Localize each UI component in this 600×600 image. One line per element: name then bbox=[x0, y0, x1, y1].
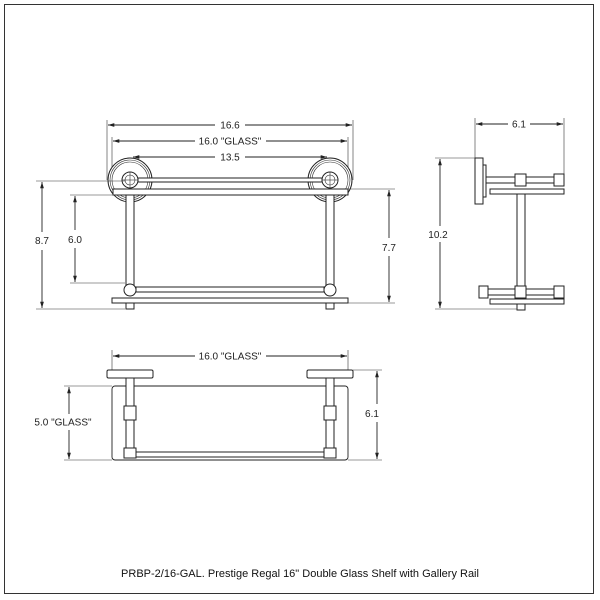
left-post bbox=[125, 194, 135, 288]
dim-label-6-0: 6.0 bbox=[68, 235, 82, 246]
dim-label-8-7: 8.7 bbox=[35, 236, 49, 247]
top-glass-shelf bbox=[112, 188, 349, 196]
top-right-plate bbox=[306, 369, 354, 379]
gallery-rail bbox=[137, 177, 323, 183]
dim-label-7-7: 7.7 bbox=[382, 243, 396, 254]
dim-top-glass-depth: 5.0 "GLASS" bbox=[34, 385, 112, 461]
drawing-caption: PRBP-2/16-GAL. Prestige Regal 16" Double… bbox=[121, 568, 479, 580]
dim-label-16-6: 16.6 bbox=[220, 121, 240, 132]
dim-label-13-5: 13.5 bbox=[220, 153, 240, 164]
dim-shelf-spacing: 6.0 bbox=[68, 194, 125, 284]
dim-label-10-2: 10.2 bbox=[428, 230, 448, 241]
bottom-glass-shelf bbox=[111, 297, 349, 304]
right-post bbox=[325, 194, 335, 288]
front-view: 16.6 16.0 "GLASS" 13.5 bbox=[35, 120, 396, 310]
dim-label-top-6-1: 6.1 bbox=[365, 409, 379, 420]
bottom-rail bbox=[135, 286, 325, 293]
dim-bracket-center: 13.5 bbox=[133, 153, 327, 164]
dim-label-top-16-0-glass: 16.0 "GLASS" bbox=[199, 352, 262, 363]
dim-label-6-1-side: 6.1 bbox=[512, 120, 526, 131]
dim-top-glass-width: 16.0 "GLASS" bbox=[111, 350, 349, 370]
dim-top-overall-depth: 6.1 bbox=[348, 369, 382, 461]
side-view: 6.1 10.2 bbox=[428, 118, 565, 311]
dim-glass-width: 16.0 "GLASS" bbox=[113, 137, 347, 148]
dim-mount-to-bottom: 7.7 bbox=[348, 188, 396, 304]
drawing-frame bbox=[4, 4, 594, 594]
dim-side-height: 10.2 bbox=[428, 157, 517, 310]
top-left-plate bbox=[106, 369, 154, 379]
side-wall-plate bbox=[474, 157, 484, 205]
dim-overall-width: 16.6 bbox=[108, 121, 352, 132]
dim-overall-height: 8.7 bbox=[35, 180, 125, 310]
dim-side-depth: 6.1 bbox=[474, 118, 565, 175]
top-glass-outline bbox=[111, 385, 349, 461]
dim-label-5-0-glass: 5.0 "GLASS" bbox=[34, 418, 92, 429]
top-view: 16.0 "GLASS" 5.0 "GLASS" bbox=[34, 350, 382, 461]
dim-label-16-0-glass: 16.0 "GLASS" bbox=[199, 137, 262, 148]
